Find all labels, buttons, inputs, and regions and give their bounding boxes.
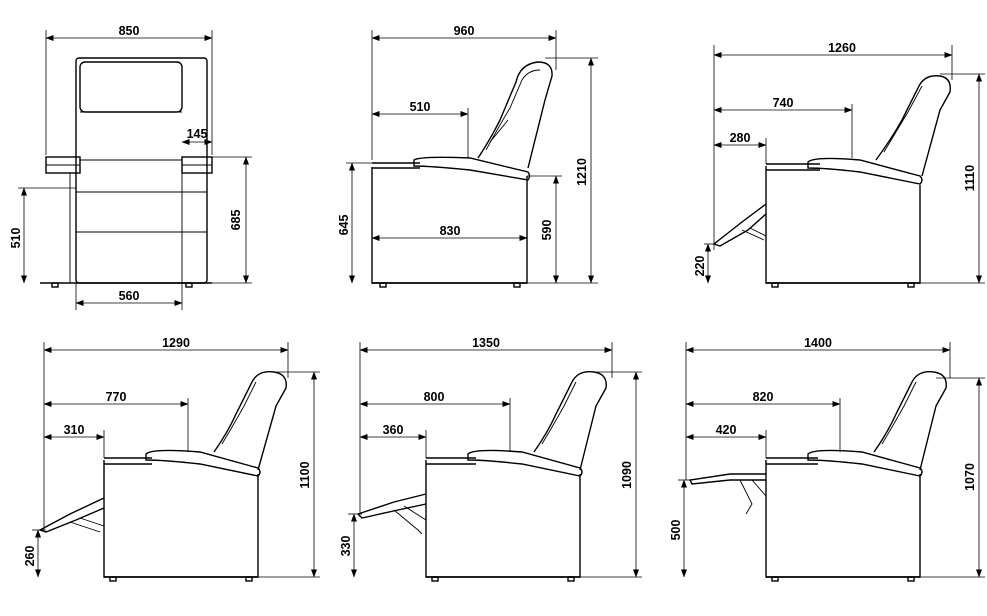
recline1-back-label: 740 <box>773 96 794 110</box>
recline1-foot-height-label: 220 <box>693 256 707 277</box>
side-base-depth-label: 830 <box>440 224 461 238</box>
recline4-depth-label: 1400 <box>804 336 832 350</box>
recline-view-4: 1400 820 420 1070 500 <box>669 336 985 582</box>
front-view: 850 145 685 510 560 <box>9 24 252 310</box>
recline2-height-label: 1100 <box>298 461 312 488</box>
recline3-foot-height-label: 330 <box>339 536 353 557</box>
side-height-label: 1210 <box>575 158 589 186</box>
side-seat-height-label: 590 <box>540 220 554 241</box>
recline4-height-label: 1070 <box>963 463 977 491</box>
recline3-foot-label: 360 <box>383 423 404 437</box>
recline2-depth-label: 1290 <box>162 336 190 350</box>
front-seat-width-label: 560 <box>119 289 140 303</box>
recline3-back-label: 800 <box>424 390 445 404</box>
recline4-back-label: 820 <box>753 390 774 404</box>
side-depth-label: 960 <box>454 24 475 38</box>
recline1-depth-label: 1260 <box>828 41 856 55</box>
recline2-foot-height-label: 260 <box>23 546 37 567</box>
recline1-height-label: 1110 <box>963 165 977 191</box>
recline3-height-label: 1090 <box>620 461 634 489</box>
front-width-label: 850 <box>119 24 140 38</box>
side-seat-depth-label: 510 <box>410 100 431 114</box>
side-arm-height-label: 645 <box>337 215 351 236</box>
side-upright-view: 960 510 1210 645 590 830 <box>337 24 598 288</box>
recline-view-1: 1260 740 280 1110 220 <box>693 41 985 288</box>
recline4-foot-height-label: 500 <box>669 520 683 541</box>
recline1-foot-label: 280 <box>730 131 751 145</box>
recline-view-3: 1350 800 360 1090 330 <box>339 336 642 582</box>
front-arm-label: 145 <box>187 127 208 141</box>
recline3-depth-label: 1350 <box>472 336 500 350</box>
recline4-foot-label: 420 <box>716 423 737 437</box>
recline2-foot-label: 310 <box>64 423 85 437</box>
recline-view-2: 1290 770 310 1100 260 <box>23 336 320 582</box>
front-arm-height-label: 510 <box>9 228 23 249</box>
front-height-label: 685 <box>229 210 243 231</box>
recline2-back-label: 770 <box>106 390 127 404</box>
